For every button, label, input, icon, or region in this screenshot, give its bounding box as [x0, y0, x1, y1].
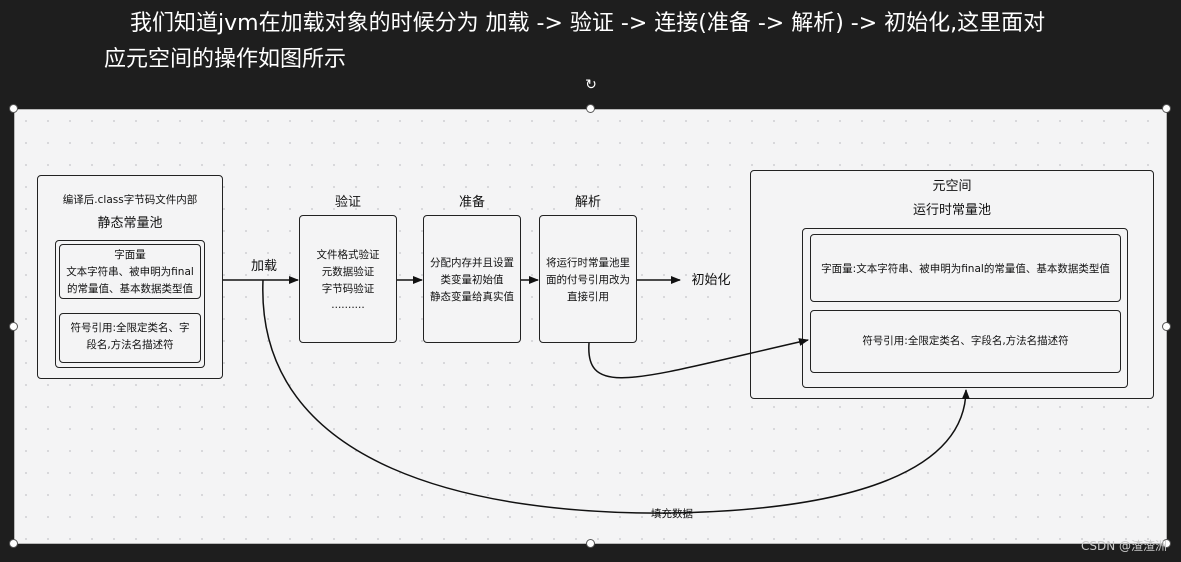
resolve-title: 解析: [574, 195, 601, 210]
static-symbol-line-2: 段名,方法名描述符: [86, 339, 174, 351]
handle-middle-right[interactable]: [1162, 322, 1171, 331]
resolve-line-3: 直接引用: [567, 291, 609, 303]
verify-box: [299, 215, 397, 343]
handle-middle-left[interactable]: [9, 322, 18, 331]
watermark: CSDN @渣渣洲: [1080, 539, 1167, 553]
static-literal-line-3: 的常量值、基本数据类型值: [67, 283, 193, 295]
runtime-literal-text: 字面量:文本字符串、被申明为final的常量值、基本数据类型值: [821, 263, 1110, 275]
static-literal-line-1: 字面量: [114, 249, 146, 261]
handle-top-left[interactable]: [9, 104, 18, 113]
rotate-icon[interactable]: ↻: [585, 77, 597, 93]
handle-bottom-right[interactable]: [1162, 539, 1171, 548]
runtime-pool-title: 运行时常量池: [912, 203, 991, 218]
resolve-box: [539, 215, 637, 343]
resolve-line-1: 将运行时常量池里: [546, 257, 630, 269]
handle-top-right[interactable]: [1162, 104, 1171, 113]
resolve-line-2: 面的付号引用改为: [546, 274, 630, 286]
static-symbol-box: [59, 313, 201, 363]
init-label: 初始化: [691, 273, 731, 288]
fill-data-label: 填充数据: [651, 508, 693, 520]
arrow-resolve-to-symbol: [588, 338, 809, 379]
handle-bottom-left[interactable]: [9, 539, 18, 548]
prepare-title: 准备: [458, 195, 485, 210]
heading-line-2: 应元空间的操作如图所示: [104, 47, 347, 72]
static-literal-box: [59, 244, 201, 299]
runtime-symbol-box: [810, 310, 1121, 373]
runtime-symbol-text: 符号引用:全限定类名、字段名,方法名描述符: [862, 335, 1069, 347]
prepare-box: [423, 215, 521, 343]
metaspace-title: 元空间: [932, 179, 972, 194]
arrow-load-to-runtime-pool: [262, 279, 970, 514]
verify-line-1: 文件格式验证: [316, 249, 380, 261]
heading-line-1: 我们知道jvm在加载对象的时候分为 加载 -> 验证 -> 连接(准备 -> 解…: [130, 11, 1046, 36]
prepare-line-1: 分配内存并且设置: [430, 257, 514, 269]
prepare-line-2: 类变量初始值: [440, 274, 504, 286]
static-pool-title: 静态常量池: [97, 216, 163, 231]
static-pool-caption: 编译后.class字节码文件内部: [62, 194, 198, 206]
handle-bottom-center[interactable]: [586, 539, 595, 548]
verify-line-4: ..........: [331, 299, 365, 311]
static-symbol-line-1: 符号引用:全限定类名、字: [70, 322, 190, 334]
prepare-line-3: 静态变量给真实值: [430, 291, 514, 303]
handle-top-center[interactable]: [586, 104, 595, 113]
verify-line-3: 字节码验证: [321, 283, 375, 295]
load-label: 加载: [250, 259, 277, 274]
static-literal-line-2: 文本字符串、被申明为final: [66, 266, 194, 278]
verify-line-2: 元数据验证: [321, 266, 375, 278]
verify-title: 验证: [334, 195, 361, 210]
runtime-literal-box: [810, 234, 1121, 302]
